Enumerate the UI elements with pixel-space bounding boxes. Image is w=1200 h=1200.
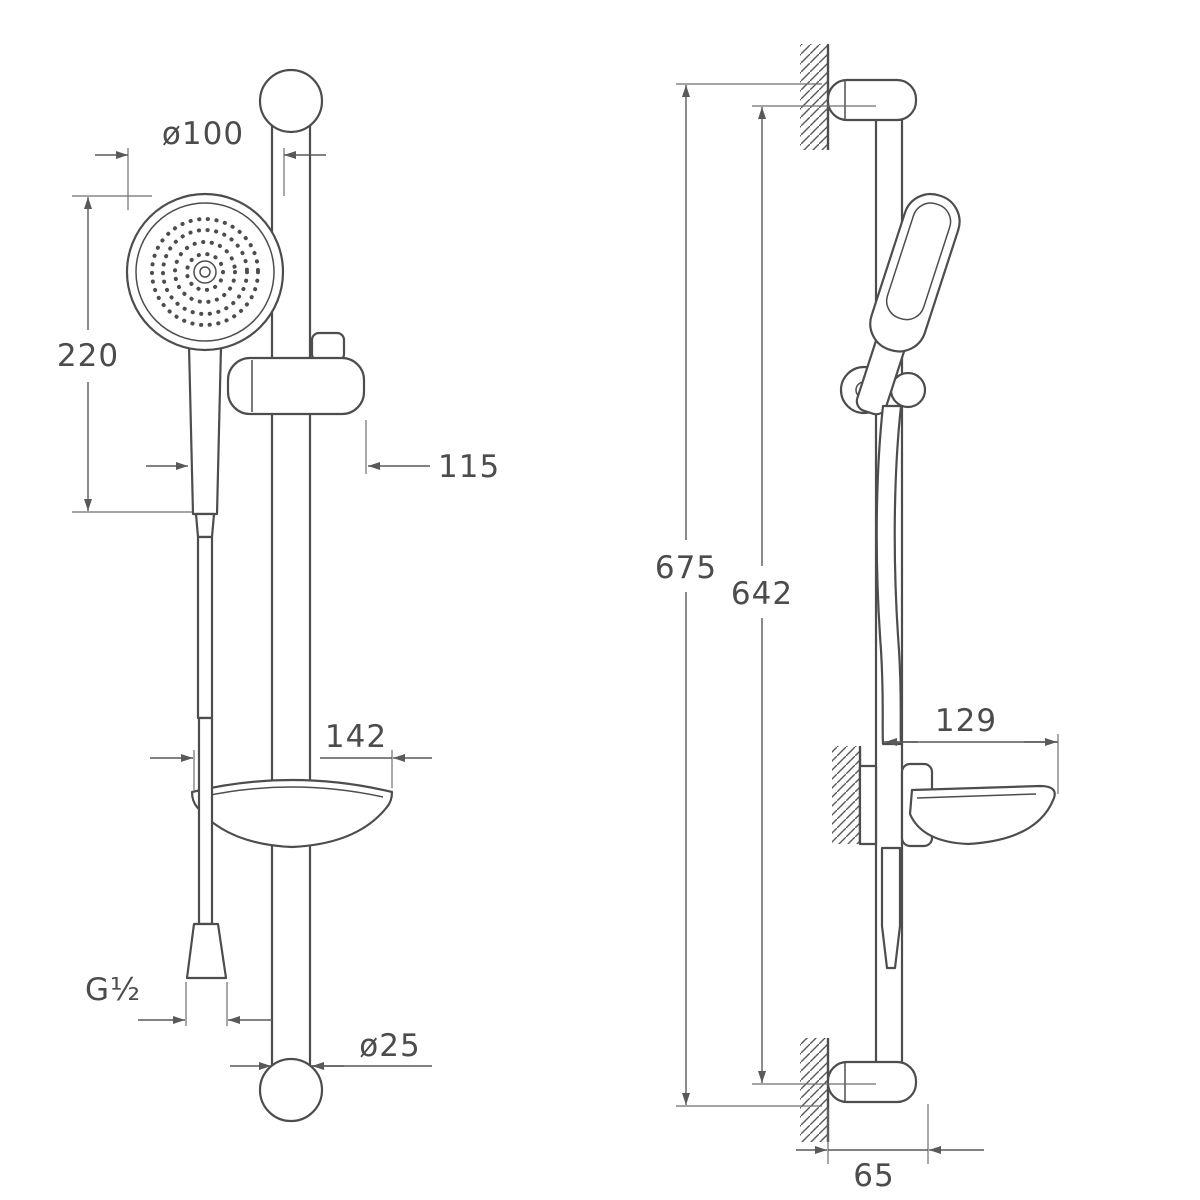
hose-connector-front xyxy=(185,922,228,980)
front-view: ø100 220 115 142 xyxy=(57,68,500,1123)
dim-label-dish-width: 142 xyxy=(325,719,387,755)
holder-lever xyxy=(310,331,346,363)
dim-bar-height: 642 xyxy=(731,105,876,1085)
hand-shower-side xyxy=(855,192,961,416)
wall-hatch-middle xyxy=(832,746,862,844)
dim-dish-width: 142 xyxy=(150,719,432,790)
soap-dish-side xyxy=(858,762,1056,848)
dim-label-dish-depth: 129 xyxy=(935,703,997,739)
dim-label-hose-thread: G½ xyxy=(85,972,141,1008)
dim-label-bracket-depth: 65 xyxy=(853,1158,894,1194)
dim-head-diameter: ø100 xyxy=(95,116,326,210)
bar-top-cap xyxy=(258,68,324,134)
soap-dish-front xyxy=(190,778,394,849)
shower-hose-front xyxy=(185,716,228,980)
wall-hatch-bottom xyxy=(800,1038,830,1142)
dim-holder-depth: 115 xyxy=(146,420,500,485)
dim-handset-height: 220 xyxy=(57,195,192,513)
bar-bottom-cap xyxy=(258,1057,324,1123)
dim-label-handset-height: 220 xyxy=(57,338,119,374)
dim-label-head-diameter: ø100 xyxy=(162,116,244,152)
dim-bar-diameter: ø25 xyxy=(230,1028,432,1070)
spray-ring-outer xyxy=(150,217,260,327)
dim-label-overall-height: 675 xyxy=(655,550,717,586)
handset-head-side xyxy=(869,192,961,353)
dim-label-bar-height: 642 xyxy=(731,576,793,612)
handset-handle-front xyxy=(187,344,223,720)
handset-holder-front xyxy=(226,331,366,416)
dim-bracket-depth: 65 xyxy=(796,1104,984,1194)
side-view: 675 642 129 65 xyxy=(655,44,1059,1194)
dim-dish-depth: 129 xyxy=(884,703,1059,794)
shower-hose-side-upper xyxy=(875,404,903,746)
wall-bracket-top xyxy=(826,78,918,122)
dim-label-holder-depth: 115 xyxy=(438,449,500,485)
dim-overall-height: 675 xyxy=(655,83,822,1107)
wall-hatch-top xyxy=(800,44,830,150)
wall-bracket-bottom xyxy=(826,1060,918,1104)
shower-hose-side-lower xyxy=(880,846,902,970)
dim-label-bar-diameter: ø25 xyxy=(359,1028,420,1064)
dim-hose-thread: G½ xyxy=(85,972,272,1026)
shower-head-front xyxy=(125,192,285,352)
